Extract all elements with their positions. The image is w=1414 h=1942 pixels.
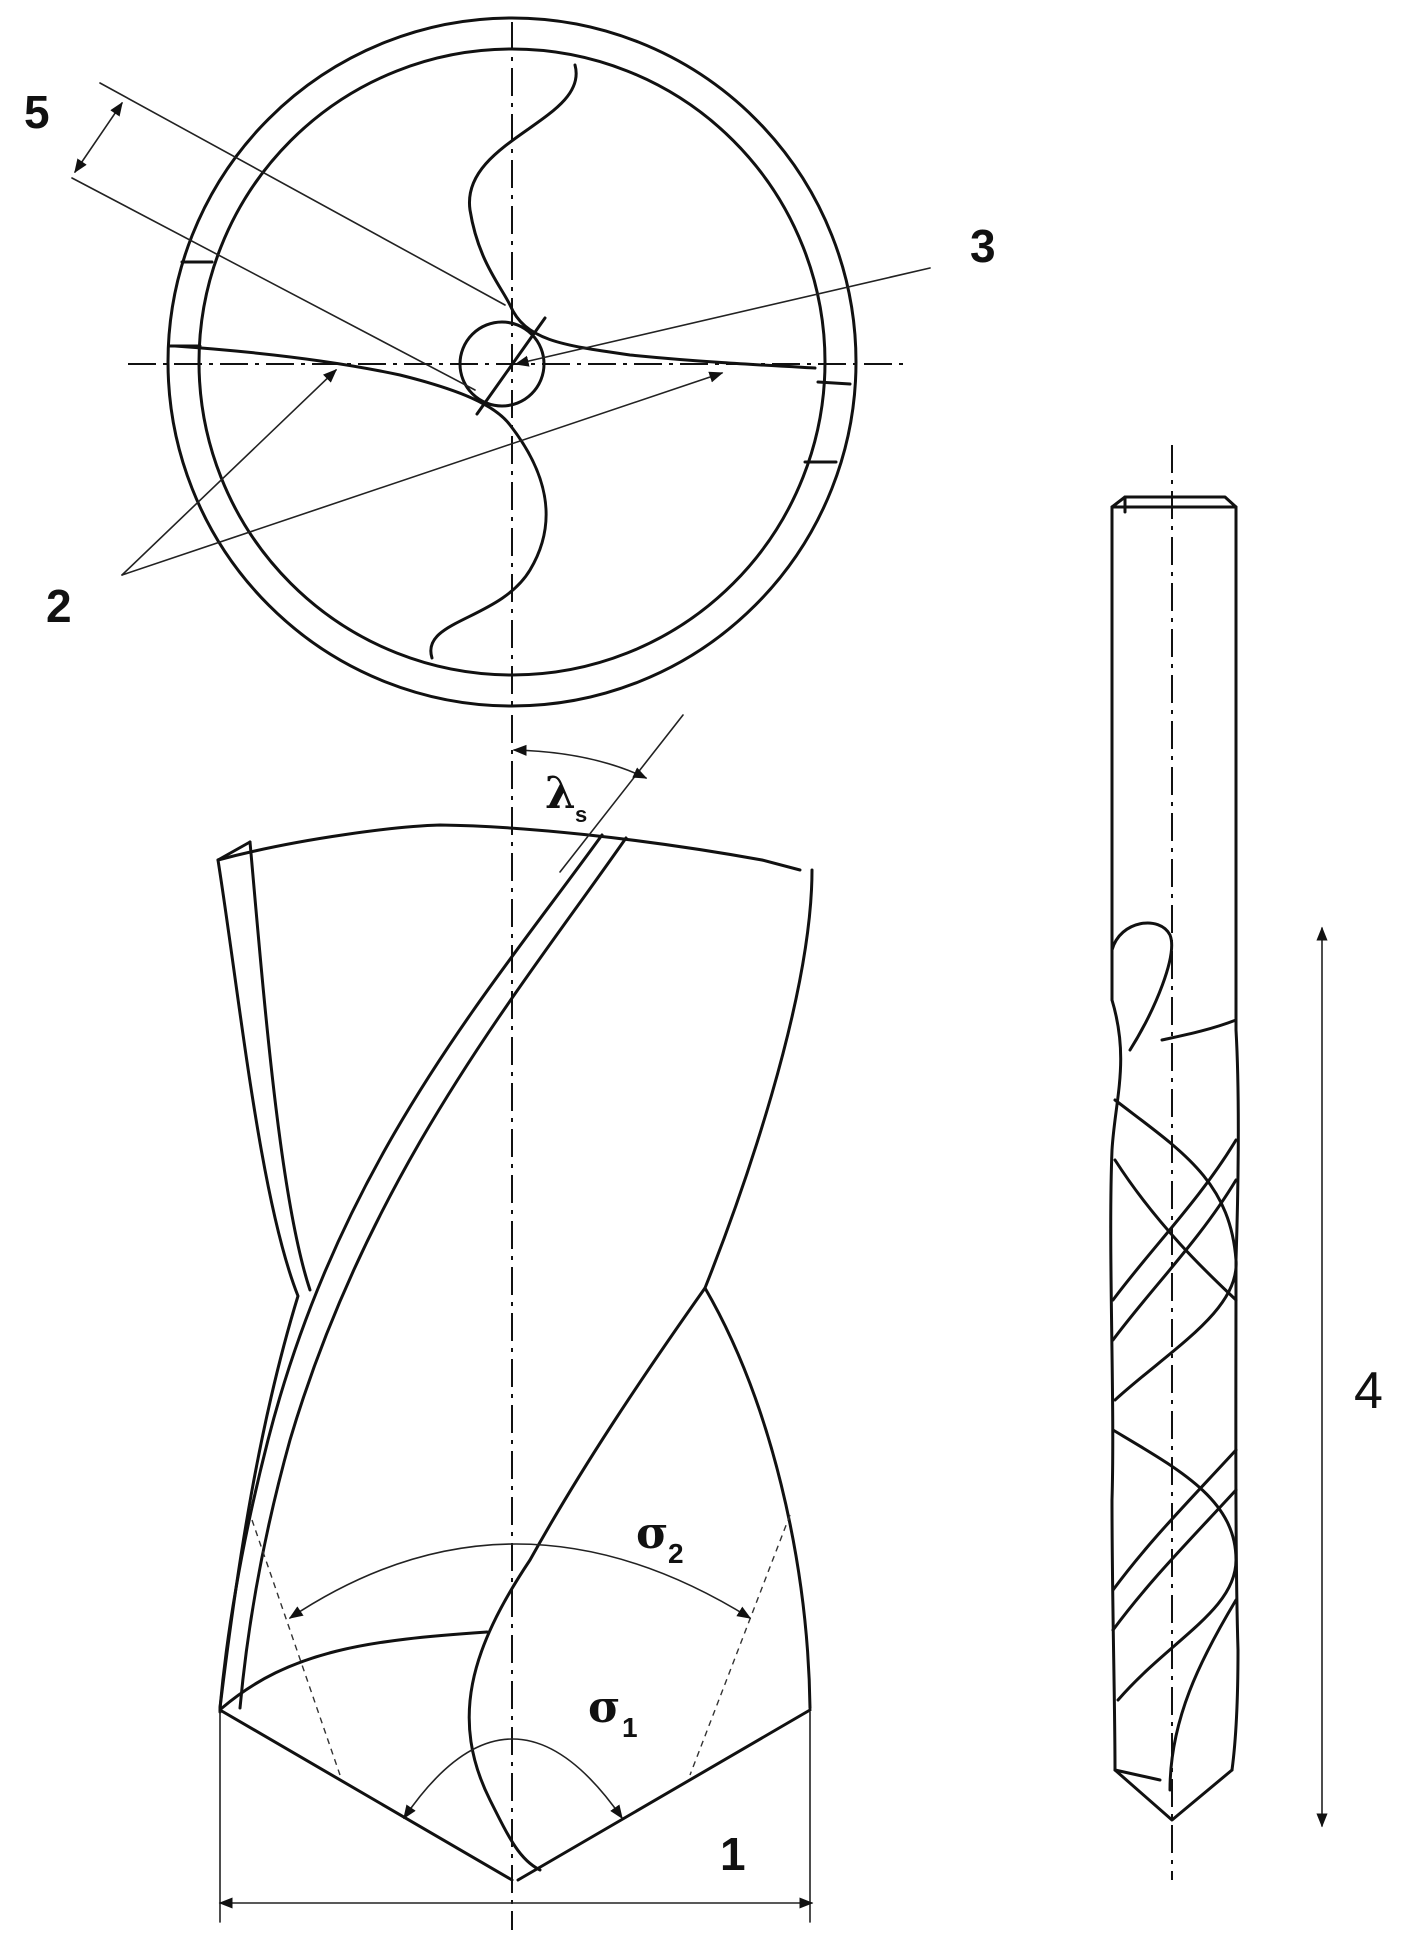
dashed-cone-right — [689, 1514, 791, 1776]
inner-left-edge — [248, 840, 312, 1292]
chisel-edge — [475, 316, 547, 416]
leader-2-left — [121, 369, 338, 576]
helix-margin-a — [218, 833, 604, 1710]
label-sigma2-subscript: 2 — [668, 1538, 684, 1569]
body-right — [1230, 998, 1240, 1772]
small-helix-1 — [1113, 1098, 1238, 1402]
leader-5-lower — [71, 177, 476, 391]
small-helix-3 — [1111, 1138, 1238, 1302]
label-sigma1-subscript: 1 — [622, 1712, 638, 1743]
helix-margin-b — [238, 836, 628, 1710]
leader-5-upper — [99, 82, 506, 306]
label-3: 3 — [970, 220, 996, 272]
label-5: 5 — [24, 86, 50, 138]
cutting-lip-left — [218, 1708, 514, 1882]
web-circle — [458, 320, 546, 408]
side-view — [216, 714, 814, 1930]
leader-2-right — [121, 371, 724, 576]
dimension-5-arrow — [74, 101, 123, 174]
label-sigma2: σ — [636, 1508, 668, 1559]
small-helix-5 — [1111, 1428, 1238, 1702]
top-edge — [216, 823, 802, 872]
small-helix-8 — [1168, 1598, 1238, 1792]
label-sigma1: σ — [588, 1682, 620, 1733]
cutting-lip-right — [516, 1708, 812, 1882]
end-view — [71, 16, 931, 708]
flute-profile-upper — [468, 63, 817, 370]
sigma2-arc — [288, 1543, 752, 1619]
label-lambda: λ — [545, 768, 576, 819]
small-drill-view — [1109, 445, 1328, 1880]
body-left — [1109, 998, 1123, 1772]
land-mark-right-top — [816, 380, 852, 386]
flute-inner-curve — [220, 1630, 489, 1710]
small-helix-7 — [1111, 1488, 1238, 1632]
small-drill-tip-lip — [1113, 1768, 1162, 1782]
flute-helix-right — [467, 1286, 707, 1872]
small-drill-tip — [1113, 1768, 1234, 1822]
end-view-outer-circle — [166, 16, 858, 708]
shank-transition — [1110, 921, 1174, 1052]
small-helix-6 — [1111, 1448, 1238, 1592]
sigma1-arc — [403, 1738, 623, 1820]
small-helix-4 — [1111, 1178, 1238, 1342]
shank-end — [1110, 495, 1238, 509]
label-4: 4 — [1354, 1362, 1383, 1420]
outer-right-edge — [703, 868, 814, 1710]
helix-angle-line — [559, 714, 684, 873]
small-helix-2 — [1113, 1158, 1238, 1302]
label-2: 2 — [46, 580, 72, 632]
flute-profile-lower — [173, 344, 548, 660]
dashed-cone-left — [251, 1519, 341, 1776]
label-lambda-subscript: s — [575, 802, 587, 827]
top-left-corner — [216, 840, 252, 862]
label-1: 1 — [720, 1828, 746, 1880]
body-top — [1160, 1018, 1238, 1042]
lambda-arc — [512, 744, 648, 779]
leader-3 — [514, 267, 931, 367]
